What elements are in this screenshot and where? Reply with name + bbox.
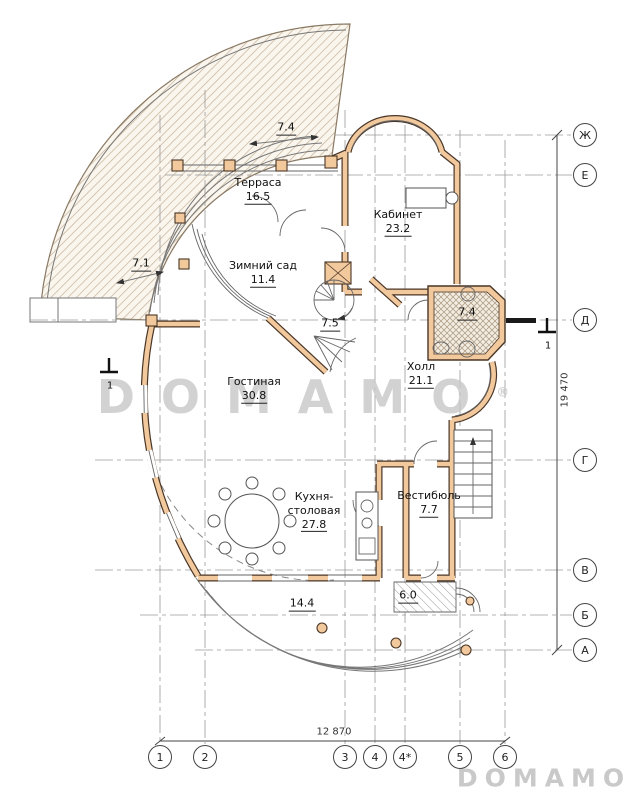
section-marks [100, 318, 556, 374]
axis-col-2: 2 [193, 745, 217, 769]
room-label-kitchen: Кухня-столовая 27.8 [281, 489, 347, 533]
axis-label: Б [581, 608, 589, 622]
room-name: Кухня-столовая [287, 489, 341, 517]
dining-table [207, 476, 297, 566]
terrace-columns [316, 596, 475, 656]
room-area: 27.8 [300, 517, 328, 533]
room-area: 16.5 [244, 189, 272, 205]
watermark-text: DOMAMO [96, 370, 497, 424]
area-label-terrace-bottom: 14.4 [288, 596, 316, 612]
room-label-terrace: Терраса 16.5 [234, 175, 282, 205]
room-area: 11.4 [249, 272, 277, 288]
toilet-fixture [432, 341, 450, 355]
curved-wall-windows [140, 384, 181, 541]
axis-row-d: Д [573, 308, 597, 332]
room-area: 7.7 [419, 502, 439, 518]
dimension-height: 19 470 [559, 372, 571, 408]
room-area: 30.8 [240, 388, 268, 404]
area-label-terrace-left: 7.1 [131, 257, 151, 272]
area-value: 6.0 [398, 588, 418, 604]
axis-label: 5 [456, 750, 464, 764]
room-label-vestibule: Вестибюль 7.7 [397, 488, 461, 518]
room-name: Терраса [234, 175, 282, 189]
room-name: Зимний сад [229, 258, 297, 272]
area-label-porch: 6.0 [398, 589, 418, 604]
axis-label: Г [581, 453, 589, 467]
bay-glazing [351, 120, 439, 149]
kitchen-windows [218, 574, 362, 582]
area-value: 7.1 [131, 256, 151, 272]
room-label-winter-garden: Зимний сад 11.4 [229, 259, 297, 288]
room-label-office: Кабинет 23.2 [373, 207, 423, 237]
terrace-structure [145, 155, 338, 327]
axis-grid [30, 90, 572, 744]
area-label-stair: 7.5 [320, 317, 340, 332]
axis-label: 1 [156, 750, 164, 764]
area-value: 14.4 [288, 596, 316, 612]
axis-label: Ж [579, 128, 591, 142]
watermark-corner: DOMAMO [456, 763, 624, 793]
axis-label: Е [581, 168, 589, 182]
axis-label: Д [580, 313, 590, 327]
area-label-bathroom: 7.4 [457, 306, 477, 321]
axis-col-1: 1 [148, 745, 172, 769]
registered-mark: ® [496, 385, 510, 401]
room-area: 21.1 [407, 373, 435, 389]
entrance-porch [393, 581, 481, 613]
room-name: Кабинет [373, 207, 423, 221]
axis-label: 2 [201, 750, 209, 764]
bottom-terrace-steps [147, 451, 474, 672]
office-desk [405, 187, 459, 209]
axis-label: 4* [398, 750, 412, 764]
area-value: 7.4 [457, 305, 477, 321]
axis-row-zh: Ж [573, 123, 597, 147]
vestibule-staircase [453, 429, 493, 519]
area-label-terrace-top: 7.4 [276, 121, 296, 136]
watermark-center: DOMAMO® [97, 370, 510, 424]
room-area: 23.2 [384, 221, 412, 237]
axis-row-e: Е [573, 163, 597, 187]
axis-label: 6 [501, 750, 509, 764]
sink-fixture [460, 286, 476, 302]
axis-col-4: 4 [363, 745, 387, 769]
axis-row-b: Б [573, 603, 597, 627]
axis-col-3: 3 [333, 745, 357, 769]
axis-label: А [581, 643, 589, 657]
axis-label: 3 [341, 750, 349, 764]
fireplace [324, 261, 352, 285]
axis-label: В [581, 563, 589, 577]
dimension-lines [116, 129, 563, 746]
room-name: Гостиная [227, 374, 281, 388]
fan-terrace [29, 23, 351, 323]
room-label-hall: Холл 21.1 [407, 360, 435, 389]
axis-col-6: 6 [493, 745, 517, 769]
bathroom-octagon [427, 285, 506, 361]
axis-col-4s: 4* [393, 745, 417, 769]
axis-row-v: В [573, 558, 597, 582]
room-name: Холл [406, 359, 436, 373]
section-label-left: 1 [106, 380, 114, 392]
room-label-living-room: Гостиная 30.8 [227, 375, 281, 404]
section-label-right: 1 [544, 340, 552, 352]
central-stair [313, 279, 357, 373]
axis-label: 4 [371, 750, 379, 764]
area-value: 7.4 [276, 120, 296, 136]
tower-glazing [454, 363, 491, 417]
room-name: Вестибюль [397, 488, 461, 502]
kitchen-counter [355, 491, 379, 561]
axis-row-g: Г [573, 448, 597, 472]
dimension-width: 12 870 [316, 726, 352, 738]
axis-col-5: 5 [448, 745, 472, 769]
basin-fixture [458, 340, 476, 358]
area-value: 7.5 [320, 316, 340, 332]
axis-row-a: А [573, 638, 597, 662]
